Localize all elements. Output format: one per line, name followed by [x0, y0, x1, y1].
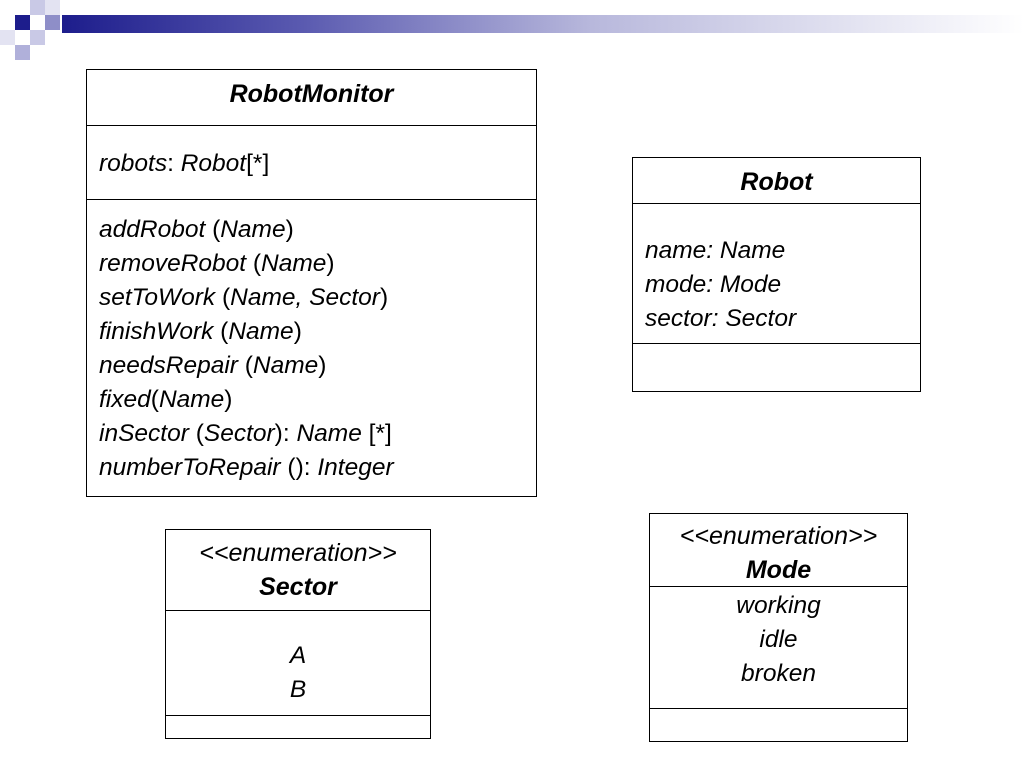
operation-name: setToWork [99, 284, 216, 311]
mode-value: idle [759, 626, 798, 653]
robot-operations-compartment [633, 344, 920, 391]
operation-params: Name, Sector [230, 284, 380, 311]
operation-params: Name [158, 386, 225, 413]
slide-header-decoration [0, 0, 1024, 62]
robot-monitor-operation: numberToRepair (): Integer [99, 451, 536, 485]
robot-monitor-title-compartment: RobotMonitor [87, 70, 536, 126]
operation-close-paren: ) [379, 284, 389, 311]
operation-return-type: Integer [317, 454, 394, 481]
attribute-separator: : [167, 150, 181, 177]
robot-monitor-operation: addRobot (Name) [99, 213, 536, 247]
header-square [30, 0, 45, 15]
operation-close-paren: ) [224, 386, 233, 413]
sector-stereotype: <<enumeration>> [199, 539, 397, 567]
operation-close-paren: ) [285, 216, 294, 243]
operation-open-paren: ( [150, 386, 159, 413]
sector-title-compartment: <<enumeration>> Sector [166, 530, 430, 611]
operation-name: addRobot [99, 216, 206, 243]
operation-close-paren: ) [318, 352, 327, 379]
operation-close-paren: ) [326, 250, 335, 277]
header-square [45, 0, 60, 15]
operation-close-paren: ) [274, 420, 283, 447]
mode-title: Mode [745, 556, 812, 584]
robot-attribute: sector: Sector [645, 305, 797, 332]
sector-value: A [289, 642, 307, 669]
robot-monitor-attributes-compartment: robots: Robot[*] [87, 126, 536, 200]
mode-value: working [736, 592, 821, 619]
operation-open-paren: ( [213, 318, 229, 345]
operation-name: removeRobot [99, 250, 247, 277]
robot-class: Robot name: Name mode: Mode sector: Sector [632, 157, 921, 392]
operation-params: Sector [203, 420, 275, 447]
operation-name: fixed [99, 386, 151, 413]
robot-monitor-operation: finishWork (Name) [99, 315, 536, 349]
operation-name: inSector [99, 420, 189, 447]
operation-return-type: Name [296, 420, 362, 447]
mode-values-compartment: working idle broken [650, 587, 907, 709]
sector-value: B [289, 676, 307, 703]
mode-value: broken [741, 660, 816, 687]
operation-return-separator: : [282, 420, 297, 447]
operation-name: numberToRepair [99, 454, 281, 481]
operation-open-paren: ( [205, 216, 221, 243]
sector-title: Sector [259, 573, 337, 601]
header-square [45, 15, 60, 30]
robot-monitor-operation: needsRepair (Name) [99, 349, 536, 383]
robot-attribute: mode: Mode [645, 271, 782, 298]
mode-title-compartment: <<enumeration>> Mode [650, 514, 907, 587]
robot-monitor-operation: fixed(Name) [99, 383, 536, 417]
operation-open-paren: ( [188, 420, 204, 447]
robot-monitor-class: RobotMonitor robots: Robot[*] addRobot (… [86, 69, 537, 497]
robot-attributes-compartment: name: Name mode: Mode sector: Sector [633, 204, 920, 344]
operation-open-paren: ( [280, 454, 296, 481]
attribute-name: robots [99, 150, 168, 177]
sector-operations-compartment [166, 716, 430, 738]
operation-return-separator: : [303, 454, 318, 481]
attribute-type: Robot [180, 150, 247, 177]
header-square [30, 30, 45, 45]
robot-monitor-operation: inSector (Sector): Name [*] [99, 417, 536, 451]
operation-params: Name [228, 318, 294, 345]
mode-operations-compartment [650, 709, 907, 741]
operation-open-paren: ( [215, 284, 231, 311]
operation-multiplicity: [*] [361, 420, 392, 447]
mode-enumeration: <<enumeration>> Mode working idle broken [649, 513, 908, 742]
robot-monitor-attribute: robots: Robot[*] [99, 147, 536, 181]
operation-close-paren: ) [295, 454, 304, 481]
robot-monitor-title: RobotMonitor [229, 80, 394, 108]
operation-close-paren: ) [293, 318, 302, 345]
robot-attribute: name: Name [645, 237, 786, 264]
mode-stereotype: <<enumeration>> [679, 522, 878, 550]
robot-monitor-operations-compartment: addRobot (Name)removeRobot (Name)setToWo… [87, 200, 536, 485]
operation-open-paren: ( [246, 250, 262, 277]
robot-title: Robot [740, 168, 813, 196]
operation-name: needsRepair [99, 352, 238, 379]
robot-monitor-operation: removeRobot (Name) [99, 247, 536, 281]
operation-params: Name [252, 352, 319, 379]
header-square [15, 15, 30, 30]
operation-open-paren: ( [237, 352, 253, 379]
operation-params: Name [261, 250, 327, 277]
header-square [15, 45, 30, 60]
attribute-multiplicity: [*] [246, 150, 270, 177]
robot-monitor-operation: setToWork (Name, Sector) [99, 281, 536, 315]
operation-name: finishWork [99, 318, 214, 345]
header-square [0, 30, 15, 45]
header-gradient-bar [62, 15, 1024, 33]
robot-title-compartment: Robot [633, 158, 920, 204]
operation-params: Name [220, 216, 286, 243]
